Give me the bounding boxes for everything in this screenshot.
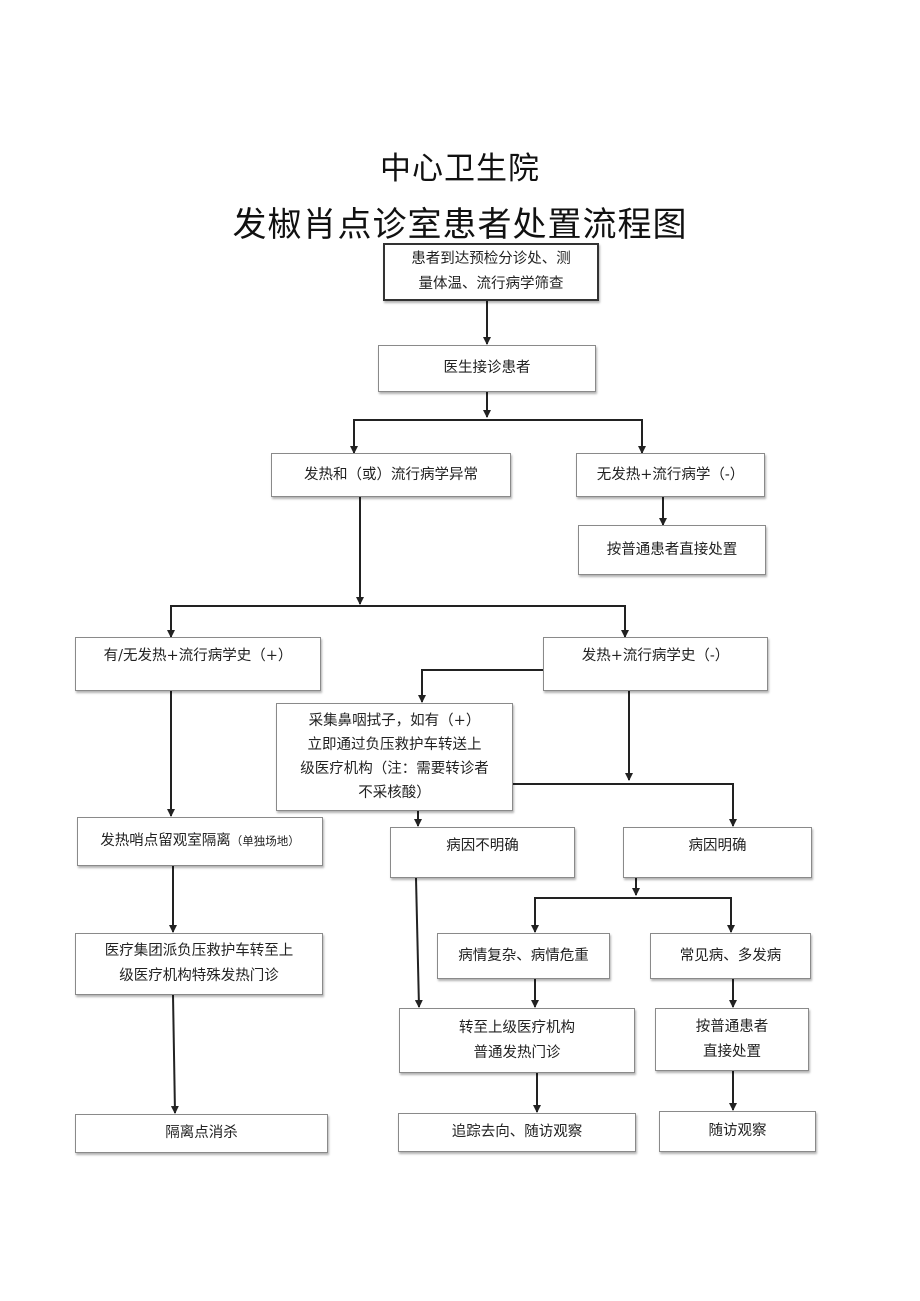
node-swab-line1: 采集鼻咽拭子，如有（+） bbox=[308, 713, 481, 729]
node-no-fever-label: 无发热+流行病学（-） bbox=[596, 466, 745, 483]
connector-split-2 bbox=[170, 605, 626, 636]
node-transfer-upper: 转至上级医疗机构普通发热门诊 bbox=[399, 1008, 635, 1073]
connector-to-swab bbox=[421, 669, 543, 700]
node-arrive-line2: 量体温、流行病学筛查 bbox=[418, 276, 564, 292]
node-epi-negative-label: 发热+流行病学史（-） bbox=[581, 648, 730, 664]
node-epi-positive-label: 有/无发热+流行病学史（+） bbox=[103, 648, 293, 664]
node-receive: 医生接诊患者 bbox=[378, 345, 596, 392]
node-transfer-upper-line2: 普通发热门诊 bbox=[473, 1044, 561, 1061]
node-track: 追踪去向、随访观察 bbox=[398, 1113, 636, 1152]
node-cause-unclear: 病因不明确 bbox=[390, 827, 575, 878]
node-swab-line2: 立即通过负压救护车转送上 bbox=[307, 737, 482, 753]
node-group-transfer-line1: 医疗集团派负压救护车转至上 bbox=[104, 943, 294, 959]
page-title: 中心卫生院 bbox=[380, 151, 540, 187]
connector-split-4 bbox=[534, 897, 732, 931]
node-group-transfer: 医疗集团派负压救护车转至上级医疗机构特殊发热门诊 bbox=[75, 933, 323, 995]
node-transfer-upper-line1: 转至上级医疗机构 bbox=[459, 1019, 575, 1036]
node-disinfect: 隔离点消杀 bbox=[75, 1114, 328, 1153]
node-normal-treat2-line1: 按普通患者 bbox=[695, 1018, 769, 1035]
node-cause-unclear-label: 病因不明确 bbox=[446, 838, 519, 854]
node-common: 常见病、多发病 bbox=[650, 933, 811, 979]
node-abnormal: 发热和（或）流行病学异常 bbox=[271, 453, 511, 497]
node-epi-negative: 发热+流行病学史（-） bbox=[543, 637, 768, 691]
node-normal-treat: 按普通患者直接处置 bbox=[578, 525, 766, 575]
node-isolation-note: （单独场地） bbox=[230, 834, 300, 848]
node-arrive-line1: 患者到达预检分诊处、测 bbox=[411, 251, 571, 267]
node-swab-line4: 不采核酸） bbox=[358, 785, 431, 801]
node-arrive: 患者到达预检分诊处、测量体温、流行病学筛查 bbox=[383, 243, 599, 301]
node-disinfect-label: 隔离点消杀 bbox=[165, 1125, 238, 1141]
node-complex-label: 病情复杂、病情危重 bbox=[458, 947, 589, 964]
arrow-unclear-to-upper bbox=[414, 877, 423, 1008]
node-swab: 采集鼻咽拭子，如有（+） 立即通过负压救护车转送上 级医疗机构（注：需要转诊者 … bbox=[276, 703, 513, 811]
node-receive-label: 医生接诊患者 bbox=[443, 360, 531, 376]
node-cause-clear-label: 病因明确 bbox=[688, 838, 747, 854]
node-normal-treat2-line2: 直接处置 bbox=[703, 1043, 761, 1060]
node-follow-label: 随访观察 bbox=[708, 1123, 767, 1139]
node-abnormal-label: 发热和（或）流行病学异常 bbox=[304, 466, 478, 483]
node-no-fever: 无发热+流行病学（-） bbox=[576, 453, 765, 497]
node-follow: 随访观察 bbox=[659, 1111, 816, 1152]
node-swab-line3: 级医疗机构（注：需要转诊者 bbox=[300, 761, 489, 777]
node-epi-positive: 有/无发热+流行病学史（+） bbox=[75, 637, 321, 691]
node-isolation-label: 发热哨点留观室隔离 bbox=[100, 833, 231, 849]
arrow-transfer-to-disinfect bbox=[170, 994, 179, 1114]
connector-split-1 bbox=[353, 419, 643, 452]
page-subtitle: 发椒肖点诊室患者处置流程图 bbox=[232, 205, 688, 245]
node-track-label: 追踪去向、随访观察 bbox=[451, 1124, 583, 1140]
node-common-label: 常见病、多发病 bbox=[679, 947, 782, 964]
node-isolation-room: 发热哨点留观室隔离（单独场地） bbox=[77, 817, 323, 866]
node-complex: 病情复杂、病情危重 bbox=[437, 933, 610, 979]
node-group-transfer-line2: 级医疗机构特殊发热门诊 bbox=[119, 968, 279, 984]
node-normal-treat-2: 按普通患者直接处置 bbox=[655, 1008, 809, 1071]
node-normal-treat-label: 按普通患者直接处置 bbox=[606, 541, 738, 558]
node-cause-clear: 病因明确 bbox=[623, 827, 812, 878]
